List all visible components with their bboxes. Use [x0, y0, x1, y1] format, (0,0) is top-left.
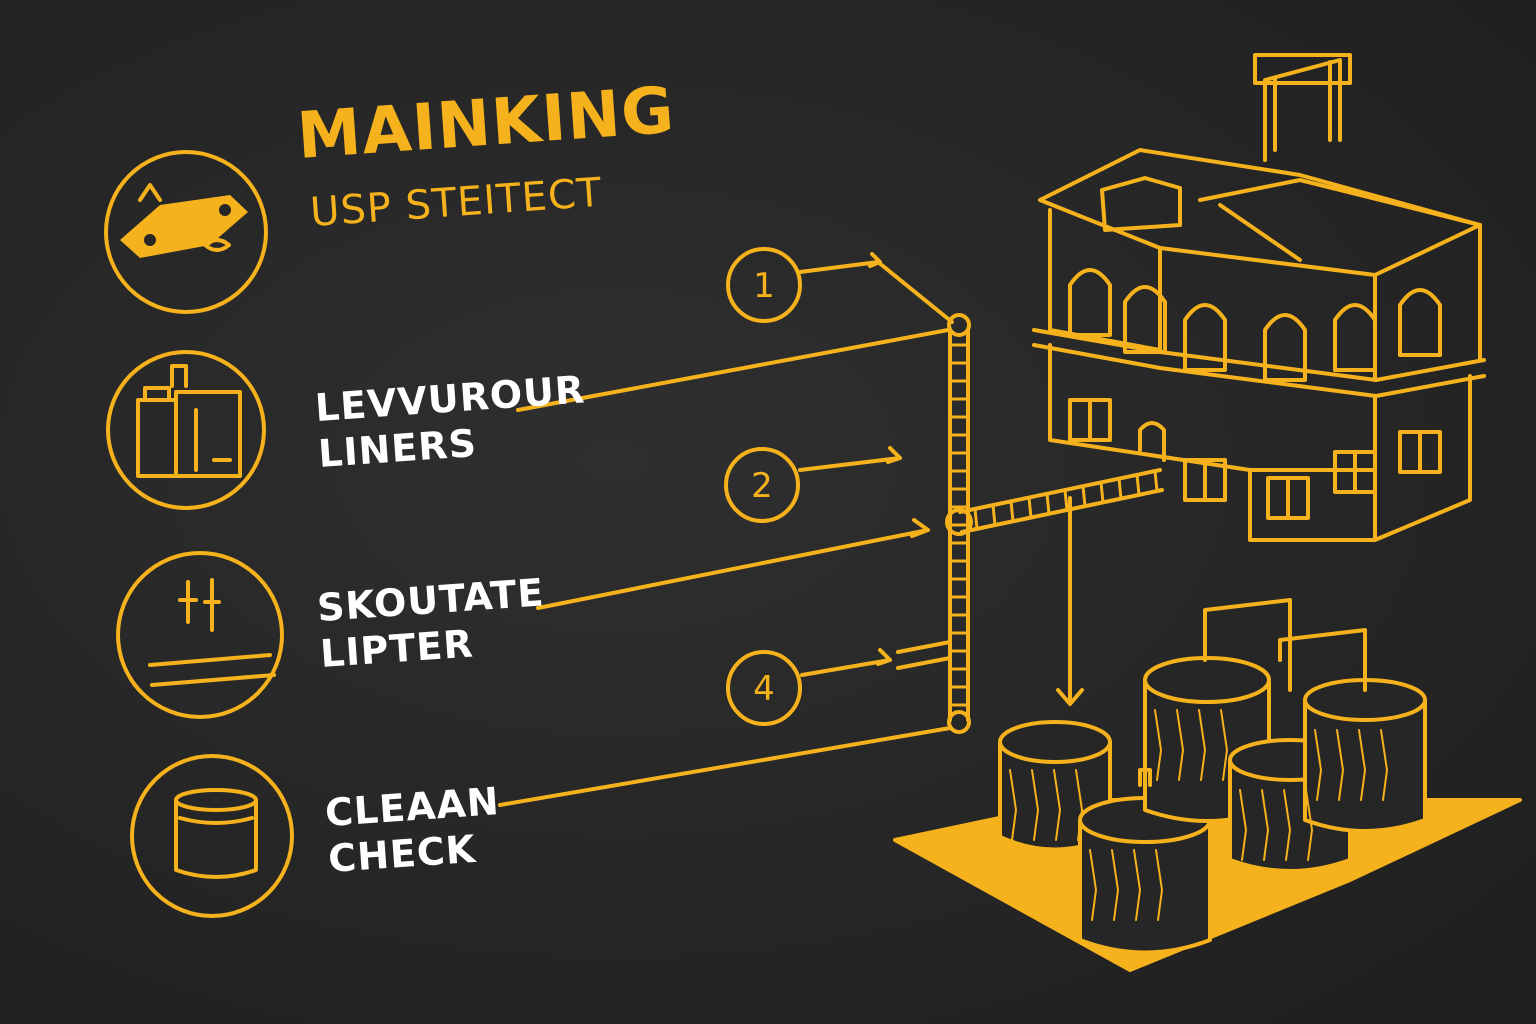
material-sheet-icon	[104, 150, 268, 314]
connector-line-2	[536, 518, 930, 610]
connector-line-3	[498, 726, 952, 807]
factory-building	[1032, 53, 1486, 542]
machine-icon	[106, 350, 266, 510]
horizontal-ladder	[958, 468, 1164, 534]
step-number-1: 1	[753, 266, 775, 306]
tools-icon	[116, 551, 284, 719]
tank-array	[893, 598, 1522, 972]
step-label-1: LEVVUROUR LINERS	[314, 366, 590, 477]
step-label-2: SKOUTATE LIPTER	[316, 569, 549, 677]
step-number-2-circle	[724, 447, 800, 523]
step-number-2: 2	[751, 466, 773, 506]
step-number-4: 4	[753, 669, 775, 709]
step-number-1-circle	[726, 247, 802, 323]
step-number-4-circle	[726, 650, 802, 726]
container-icon	[130, 754, 294, 918]
connector-line-1	[516, 328, 950, 412]
step-label-3: CLEAAN CHECK	[324, 778, 505, 882]
vertical-ladder	[945, 313, 973, 734]
